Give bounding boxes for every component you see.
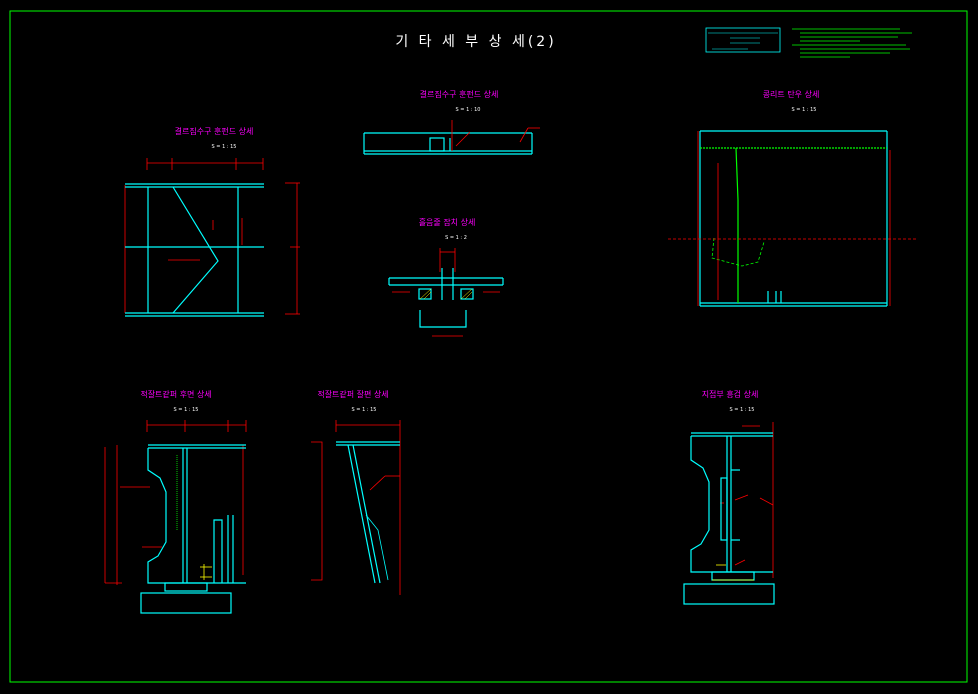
detail-scale-abutment-side: S = 1 : 15 (351, 407, 377, 413)
detail-title-joint-section: 결르짐수구 훈펀드 상세 (419, 90, 499, 99)
detail-title-abutment-front: 적잘트같퍼 후면 상세 (140, 390, 212, 399)
general-notes (792, 28, 912, 58)
abutment-side-detail (311, 420, 401, 595)
drain-pipe-detail (388, 248, 504, 337)
detail-title-drain-pipe: 흘음줄 잡치 상세 (418, 218, 476, 227)
abutment-front-detail (104, 420, 247, 614)
detail-title-pier-front: 지접부 흥검 상세 (701, 390, 759, 399)
sheet-title: 기 타 세 부 상 세(2) (395, 34, 557, 50)
detail-scale-concrete-wing: S = 1 : 15 (791, 107, 817, 113)
joint-section-detail (363, 120, 540, 155)
detail-title-concrete-wing: 콩리트 탄우 상세 (762, 90, 820, 99)
detail-scale-pier-front: S = 1 : 15 (729, 407, 755, 413)
pier-front-detail (683, 422, 775, 605)
detail-scale-joint-plan: S = 1 : 15 (211, 144, 237, 150)
detail-title-abutment-side: 적잘트같퍼 잘편 상세 (317, 390, 389, 399)
title-block (705, 27, 781, 53)
detail-title-joint-plan: 결르짐수구 훈펀드 상세 (174, 127, 254, 136)
concrete-wing-detail (668, 130, 918, 307)
detail-scale-drain-pipe: S = 1 : 2 (445, 235, 467, 241)
sheet-border (9, 10, 968, 683)
joint-plan-detail (124, 158, 300, 317)
detail-scale-abutment-front: S = 1 : 15 (173, 407, 199, 413)
detail-scale-joint-section: S = 1 : 10 (455, 107, 481, 113)
